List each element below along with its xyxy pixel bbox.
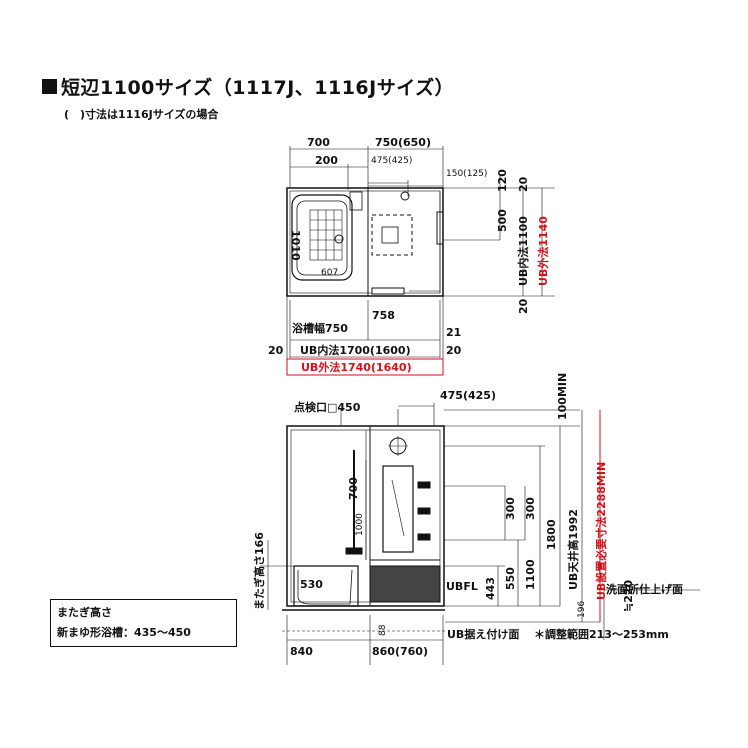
elevation-view xyxy=(282,425,445,611)
install-required: UB設置必要寸法2288MIN xyxy=(594,462,608,600)
tub-607: 607 xyxy=(321,268,338,278)
dim-700: 700 xyxy=(307,136,330,149)
title-text: 短辺1100サイズ（1117J、1116Jサイズ） xyxy=(61,77,455,99)
dim-20-right: 20 xyxy=(446,344,462,357)
dim-20-top: 20 xyxy=(517,176,530,192)
straddle-note-title: またぎ高さ xyxy=(57,606,112,619)
dim-500: 500 xyxy=(496,209,509,232)
dim-ub-inner-depth: UB内法1100 xyxy=(516,216,530,286)
size-note: ( )寸法は1116Jサイズの場合 xyxy=(64,108,219,121)
ubfl-label: UBFL xyxy=(446,580,478,593)
straddle-height: またぎ高さ166 xyxy=(252,532,266,610)
tub-grid xyxy=(309,209,343,261)
min-100: 100MIN xyxy=(556,373,569,420)
ub-base-label: UB据え付け面 xyxy=(447,627,519,641)
dim-860: 860(760) xyxy=(372,645,428,658)
dim-300-b: 300 xyxy=(524,497,537,520)
dim-150: 150(125) xyxy=(446,169,487,179)
dim-ub-outer-depth: UB外法1140 xyxy=(536,216,550,286)
dim-200: 200 xyxy=(315,154,338,167)
dim-530: 530 xyxy=(300,578,323,591)
dim-300-a: 300 xyxy=(504,497,517,520)
bullet-square-icon xyxy=(42,79,57,94)
dim-120: 120 xyxy=(496,169,509,192)
dim-ub-inner-width: UB内法1700(1600) xyxy=(300,343,411,357)
dim-550: 550 xyxy=(504,567,517,590)
dim-750: 750(650) xyxy=(375,136,431,149)
dim-1000: 1000 xyxy=(355,513,365,536)
dim-220: ≒220 xyxy=(622,579,635,612)
dim-758: 758 xyxy=(372,309,395,322)
dim-20-left: 20 xyxy=(268,344,284,357)
wash-finish-label: 洗面所仕上げ面 xyxy=(606,582,683,596)
dim-840: 840 xyxy=(290,645,313,658)
dim-tub-width: 浴槽幅750 xyxy=(292,321,348,335)
dim-ub-outer-width: UB外法1740(1640) xyxy=(301,360,412,374)
straddle-note-value: 新まゆ形浴槽：435～450 xyxy=(57,626,191,639)
dim-196: 196 xyxy=(577,601,587,618)
adjust-range: ＊調整範囲213～253mm xyxy=(534,627,669,641)
inspection-port: 点検口□450 xyxy=(294,400,361,414)
dim-1800: 1800 xyxy=(545,519,558,550)
dim-475: 475(425) xyxy=(371,156,412,166)
dim-88: 88 xyxy=(378,624,388,636)
dim-443: 443 xyxy=(484,577,497,600)
dim-475-elev: 475(425) xyxy=(440,389,496,402)
plan-view xyxy=(286,187,444,297)
straddle-note-box: またぎ高さ 新まゆ形浴槽：435～450 xyxy=(50,599,237,647)
dim-20-bottom: 20 xyxy=(517,298,530,314)
ceiling-height: UB天井高1992 xyxy=(566,509,580,590)
dim-700-elev: 700 xyxy=(347,477,360,500)
dim-1100: 1100 xyxy=(524,559,537,590)
tub-1010: 1010 xyxy=(289,230,302,261)
dim-21: 21 xyxy=(446,326,461,339)
page-title: 短辺1100サイズ（1117J、1116Jサイズ） xyxy=(42,73,454,100)
